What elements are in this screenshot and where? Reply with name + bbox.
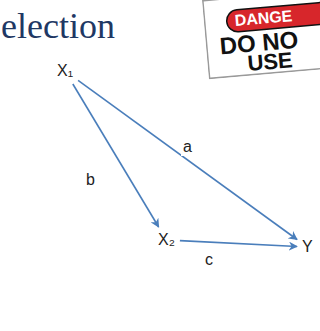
path-arrow [180,241,297,247]
path-coefficient: c [203,251,215,269]
variable-name: X₁ [57,62,73,80]
path-arrow [78,80,297,239]
variable-node: X₁ [54,60,76,82]
sign-plate [203,0,320,78]
danger-sign: DANGEDO NOUSE [202,0,320,80]
variable-node: X₂ [155,229,178,251]
variable-name: X₂ [158,231,175,249]
variable-node: Y [299,236,316,258]
path-coefficient: a [181,138,194,156]
slide-title: election [1,6,115,46]
sign-banner [226,2,320,33]
path-arrow [73,84,159,227]
path-coefficient: b [84,171,97,189]
sign-text: USE [247,49,294,75]
variable-name: Y [302,238,313,256]
